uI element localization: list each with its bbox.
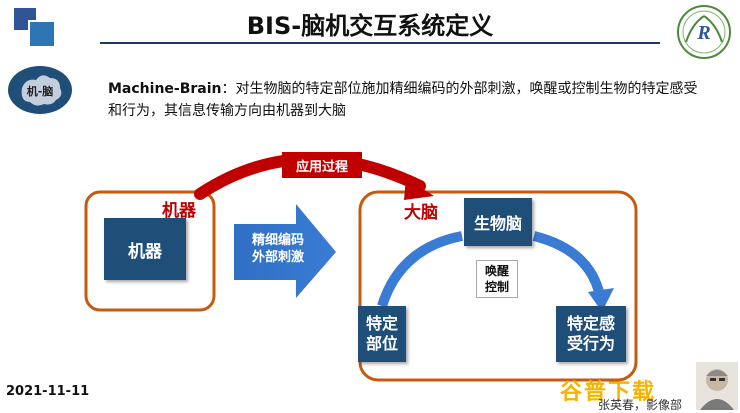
target-line-2: 部位 [365,334,398,353]
stimulus-line-1: 精细编码 [251,233,304,248]
control-curve-right [532,231,605,298]
institution-logo: R [677,5,731,59]
definition-term: Machine-Brain [108,81,222,97]
brain-badge-icon: 机-脑 [8,66,72,114]
presenter-avatar [696,362,738,410]
application-process-label: 应用过程 [282,152,362,178]
sense-line-2: 受行为 [566,334,615,353]
brain-group-label: 大脑 [404,203,438,223]
site-watermark: 谷普下载 [560,380,657,405]
slide-author: 张英春，影像部 [598,398,683,412]
stimulus-arrow-label: 精细编码 外部刺激 [240,232,316,266]
target-line-1: 特定 [365,314,398,333]
definition-text: Machine-Brain：对生物脑的特定部位施加精细编码的外部刺激，唤醒或控制… [108,78,708,122]
slide-date: 2021-11-11 [6,384,90,399]
sense-behavior-node: 特定感 受行为 [556,306,626,362]
target-region-node: 特定 部位 [358,306,406,362]
definition-body: ：对生物脑的特定部位施加精细编码的外部刺激，唤醒或控制生物的特定感受和行为，其信… [108,81,698,119]
bio-brain-node: 生物脑 [464,198,532,246]
machine-node: 机器 [104,218,186,280]
stimulus-line-2: 外部刺激 [251,250,304,265]
machine-group-label: 机器 [162,201,196,221]
sense-line-1: 特定感 [566,314,615,333]
badge-label: 机-脑 [27,84,54,98]
logo-letter: R [696,22,710,44]
title-divider [100,42,660,44]
header-square-decoration-2 [28,20,56,48]
wake-line-2: 控制 [484,280,509,294]
control-curve-left [377,231,464,308]
wake-line-1: 唤醒 [484,264,509,278]
wake-control-label: 唤醒 控制 [476,260,518,298]
slide-title: BIS-脑机交互系统定义 [246,12,494,40]
